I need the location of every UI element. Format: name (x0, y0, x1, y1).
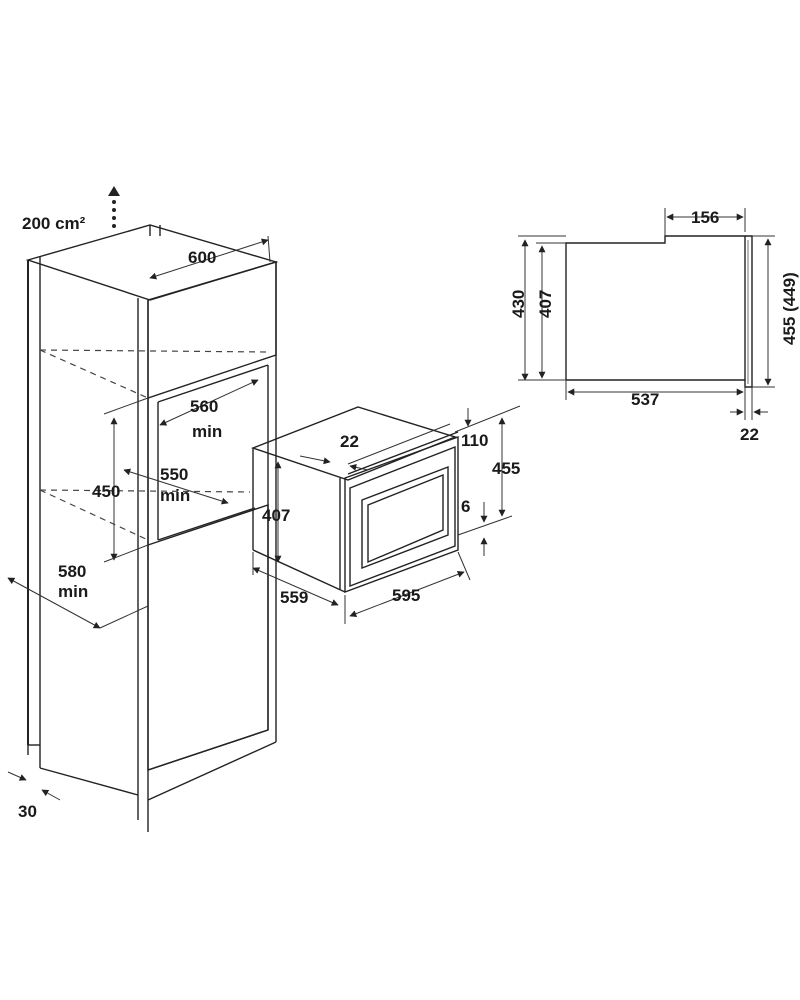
dim-side-front-height (518, 235, 566, 381)
cabinet-depth-label: 580 (58, 562, 86, 581)
dim-side-body-height (536, 242, 566, 379)
dim-side-top-depth (664, 208, 746, 236)
side-total-height-label: 455 (449) (780, 272, 799, 345)
dim-plinth-gap (7, 771, 61, 801)
dim-cabinet-width (149, 235, 271, 280)
niche-depth-label: 550 (160, 465, 188, 484)
niche-width-label: 560 (190, 397, 218, 416)
bottom-gap-label: 6 (461, 497, 470, 516)
side-front-thickness-label: 22 (740, 425, 759, 444)
side-front-height-label: 430 (509, 290, 528, 318)
top-gap-label: 110 (461, 431, 488, 450)
dim-cabinet-depth (7, 577, 149, 629)
niche-width-min-label: min (192, 422, 222, 441)
ventilation-indicator (108, 186, 120, 228)
body-depth-label: 559 (280, 588, 308, 607)
side-depth-label: 537 (631, 390, 659, 409)
niche-height-label: 450 (92, 482, 120, 501)
dim-front-width (344, 551, 471, 624)
appliance-side-view (565, 235, 753, 388)
front-offset-label: 22 (340, 432, 359, 451)
body-height-label: 407 (262, 506, 290, 525)
cabinet-width-label: 600 (188, 248, 216, 267)
plinth-gap-label: 30 (18, 802, 37, 821)
dim-front-offset (299, 423, 451, 471)
dim-niche-height (103, 397, 149, 563)
dim-body-depth (252, 552, 339, 606)
dim-bottom-gap (457, 502, 513, 556)
dim-top-gap (454, 405, 521, 433)
dim-side-front-thickness (730, 387, 768, 420)
niche-depth-min-label: min (160, 486, 190, 505)
cabinet-depth-min-label: min (58, 582, 88, 601)
side-top-depth-label: 156 (691, 208, 719, 227)
tall-cabinet (25, 224, 279, 832)
side-body-height-label: 407 (536, 290, 555, 318)
vent-area-label: 200 cm² (22, 214, 86, 233)
dim-side-depth (565, 380, 744, 400)
dim-niche-depth (123, 468, 229, 505)
appliance-height-label: 455 (492, 459, 520, 478)
dim-niche-width (159, 379, 259, 426)
dim-side-total-height (752, 235, 775, 388)
front-width-label: 595 (392, 586, 420, 605)
